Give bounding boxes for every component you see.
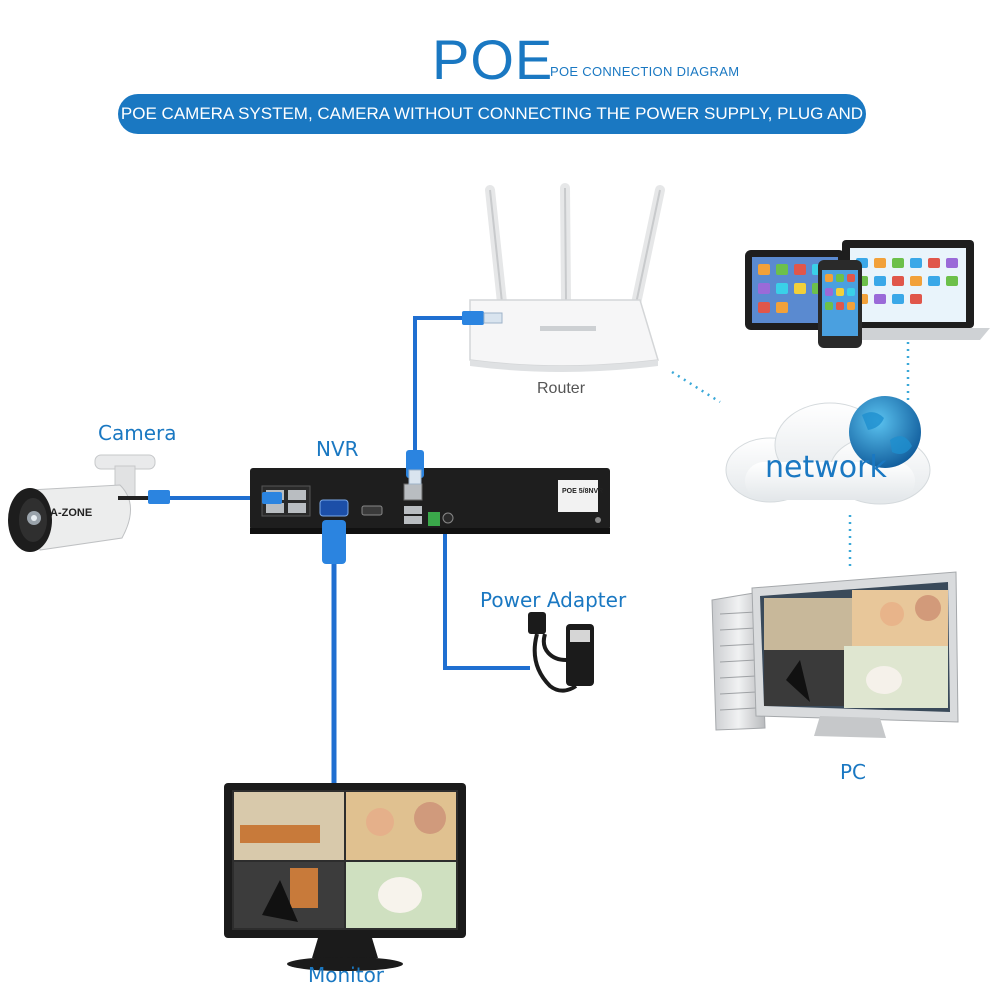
diagram-subtitle: POE CONNECTION DIAGRAM <box>550 64 740 79</box>
pc-label: PC <box>840 760 867 784</box>
power-adapter-label: Power Adapter <box>480 588 627 612</box>
monitor-device <box>224 783 466 971</box>
network-dotted-links <box>671 342 910 570</box>
nvr-label: NVR <box>316 437 359 461</box>
diagram-title: POE <box>432 28 554 91</box>
pc-device <box>711 571 959 738</box>
camera-brand-label: A-ZONE <box>50 507 92 519</box>
info-banner: POE CAMERA SYSTEM, CAMERA WITHOUT CONNEC… <box>118 94 866 163</box>
camera-device <box>8 454 170 552</box>
network-label: network <box>765 450 887 485</box>
mobile-devices <box>745 240 990 348</box>
cable-router-nvr <box>413 316 470 460</box>
network-cloud <box>725 396 931 505</box>
cable-power-adapter <box>443 525 530 670</box>
monitor-label: Monitor <box>308 963 385 987</box>
camera-label: Camera <box>98 421 177 445</box>
cable-lines <box>168 316 530 785</box>
nvr-device <box>250 450 610 564</box>
router-label: Router <box>537 380 586 397</box>
power-adapter-device <box>528 612 594 693</box>
nvr-badge-label: POE 5/8NVR <box>562 488 603 495</box>
router-device <box>462 183 665 372</box>
